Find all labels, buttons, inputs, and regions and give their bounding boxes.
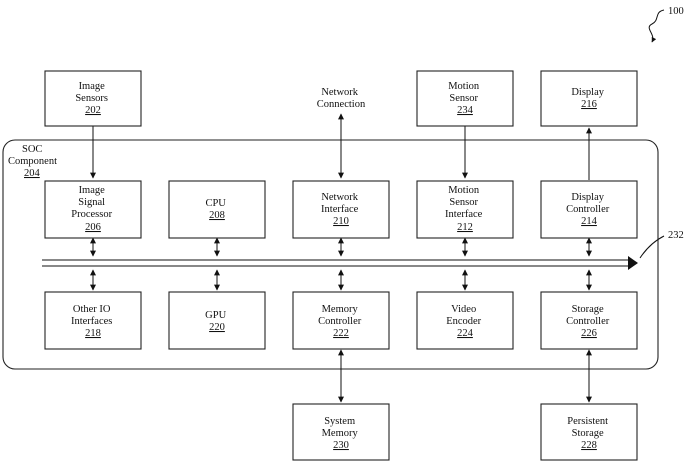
svg-text:Display Controller: Display Controller 214 <box>566 192 612 227</box>
svg-text:Other IO Interfaces: Other IO Interfaces 218 <box>71 304 115 339</box>
svg-text:System Memory 230: System Memory 230 <box>322 416 361 451</box>
svg-text:Motion Sensor Inte: Motion Sensor Interface 212 <box>445 185 485 233</box>
memory-controller-block: Memory Controller 222 <box>292 291 390 350</box>
bus-connectors <box>90 237 592 291</box>
bus-ref-label: 232 <box>668 230 684 241</box>
svg-text:CPU 208: CPU 208 <box>205 198 228 221</box>
image-signal-processor-block: Image Signal Processor 206 <box>44 180 142 239</box>
display-block: Display 216 <box>540 70 638 127</box>
svg-text:Memory Controller: Memory Controller 222 <box>318 304 364 339</box>
figure-ref-label: 100 <box>668 6 684 17</box>
bus-ref-leader <box>639 235 665 259</box>
persistent-storage-block: Persistent Storage 228 <box>540 403 638 461</box>
svg-text:Storage Controller: Storage Controller 226 <box>566 304 612 339</box>
svg-text:Display 216: Display 216 <box>571 87 606 110</box>
image-sensors-block: Image Sensors 202 <box>44 70 142 127</box>
svg-text:Video Encoder 224: Video Encoder 224 <box>446 304 484 339</box>
system-memory-block: System Memory 230 <box>292 403 390 461</box>
video-encoder-block: Video Encoder 224 <box>416 291 514 350</box>
network-connection-label: Network Connection <box>317 87 366 110</box>
motion-sensor-block: Motion Sensor 234 <box>416 70 514 127</box>
network-interface-block: Network Interface 210 <box>292 180 390 239</box>
storage-controller-block: Storage Controller 226 <box>540 291 638 350</box>
svg-text:Image Sensors 202: Image Sensors 202 <box>75 81 110 116</box>
cpu-block: CPU 208 <box>168 180 266 239</box>
svg-text:Image Signal Proce: Image Signal Processor 206 <box>71 185 114 233</box>
display-controller-block: Display Controller 214 <box>540 180 638 239</box>
soc-component-container <box>2 139 659 370</box>
svg-text:Persistent Storage: Persistent Storage 228 <box>567 416 610 451</box>
other-io-interfaces-block: Other IO Interfaces 218 <box>44 291 142 350</box>
svg-text:GPU 220: GPU 220 <box>205 310 229 333</box>
svg-text:Network Interface: Network Interface 210 <box>321 192 361 227</box>
svg-text:Motion Sensor 234: Motion Sensor 234 <box>448 81 482 116</box>
gpu-block: GPU 220 <box>168 291 266 350</box>
motion-sensor-interface-block: Motion Sensor Interface 212 <box>416 180 514 239</box>
soc-component-label: SOC Component 204 <box>8 144 60 179</box>
figure-ref-squiggle <box>648 9 665 43</box>
bus-arrowhead <box>628 256 638 270</box>
